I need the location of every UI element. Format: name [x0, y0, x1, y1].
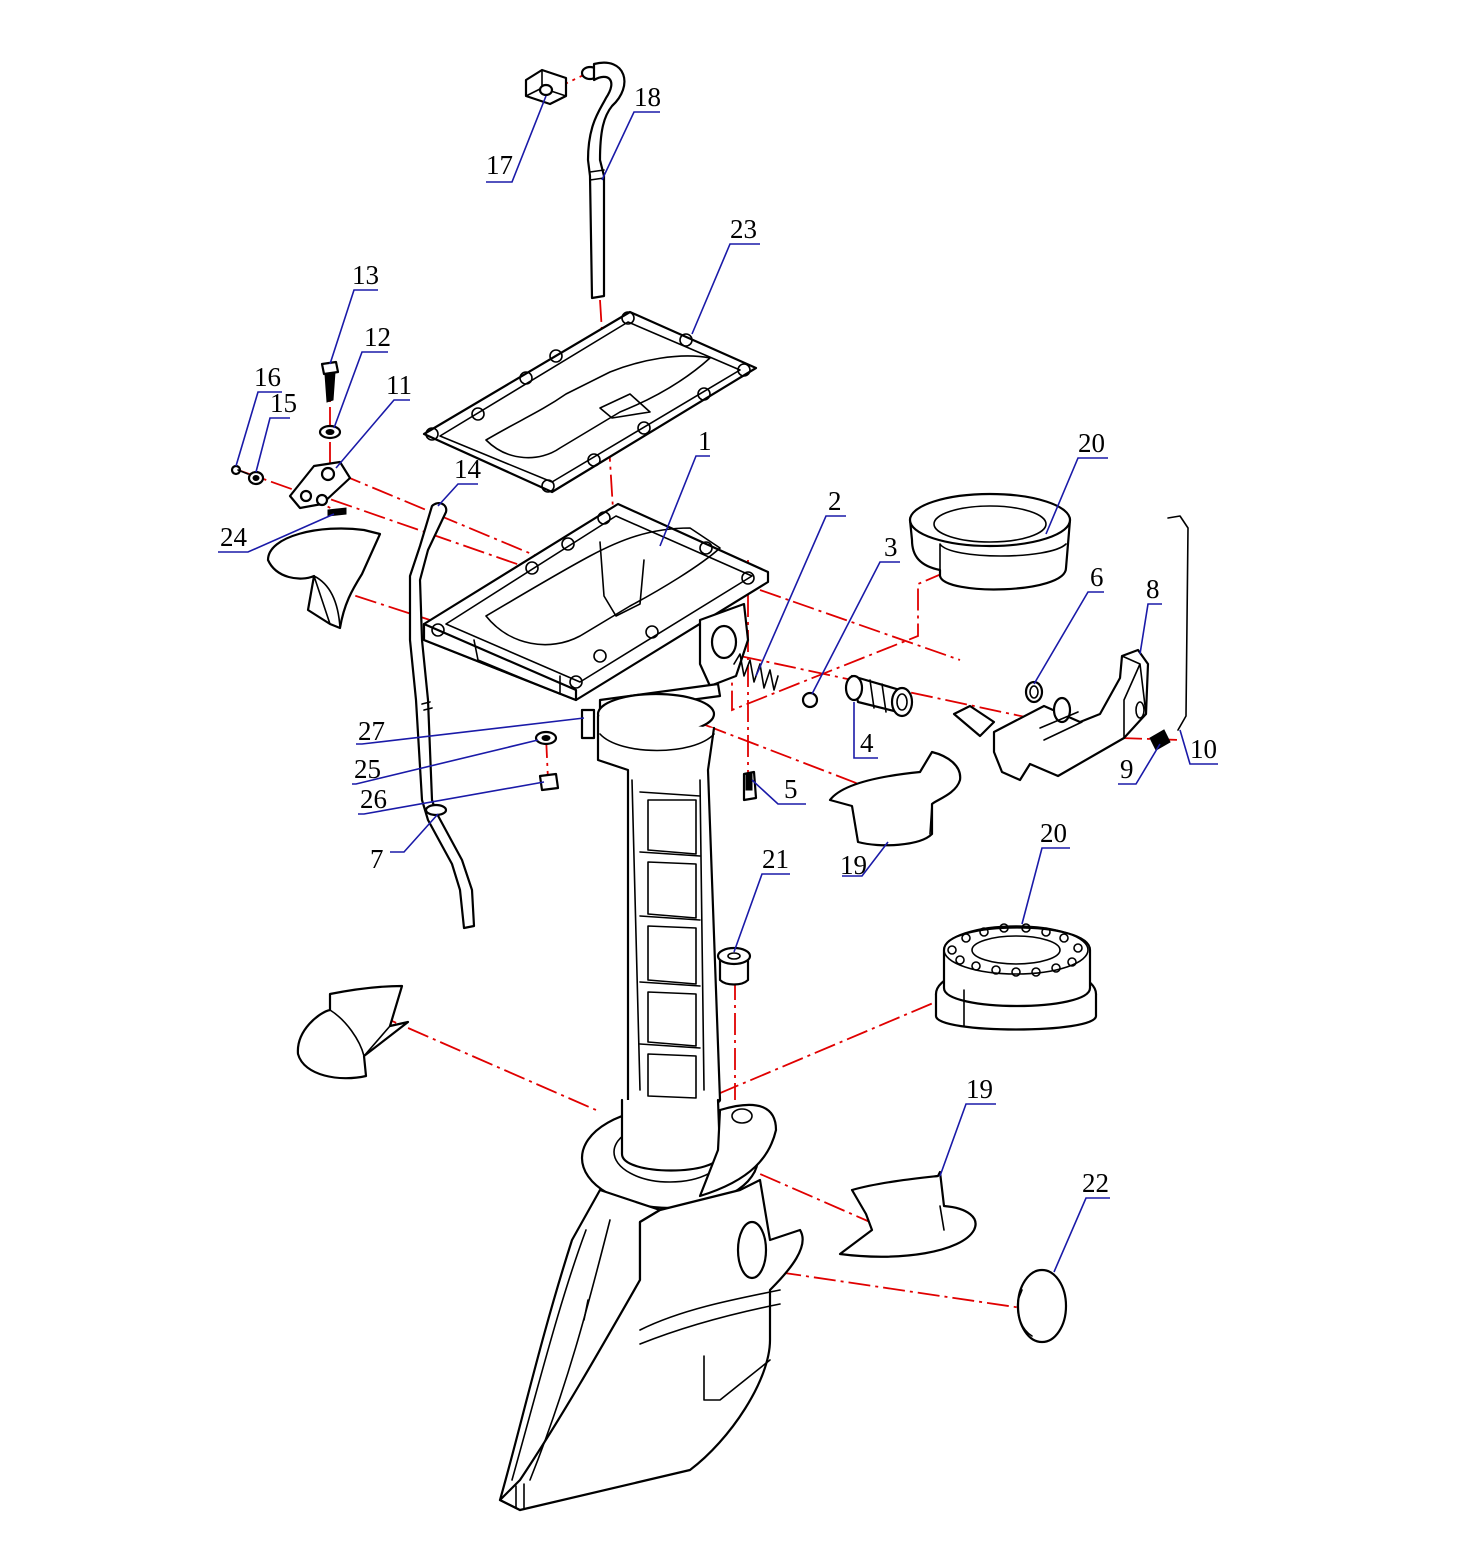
- axis-line: [375, 1013, 597, 1111]
- callout-2: 2: [828, 486, 842, 516]
- part-14-tube: [408, 502, 476, 930]
- callout-21: 21: [762, 844, 789, 874]
- leader-20a: [1045, 457, 1108, 535]
- part-22-plug: [1016, 1268, 1068, 1344]
- callout-8: 8: [1146, 574, 1160, 604]
- leader-9: [1118, 743, 1161, 785]
- part-midsection-housing: [498, 692, 804, 1512]
- axis-line: [1119, 737, 1181, 741]
- callout-25: 25: [354, 754, 381, 784]
- leader-11: [335, 399, 410, 469]
- part-11-bracket: [288, 460, 352, 510]
- part-21-mount: [716, 946, 752, 986]
- callout-24: 24: [220, 522, 248, 552]
- callout-12: 12: [364, 322, 391, 352]
- callout-9: 9: [1120, 754, 1134, 784]
- leader-10: [1179, 729, 1218, 765]
- part-18-hose: [580, 61, 626, 300]
- part-15-washer: [247, 470, 265, 486]
- leader-14: [437, 483, 478, 507]
- axis-line: [297, 487, 541, 573]
- leader-20b: [1021, 847, 1070, 925]
- leader-6: [1033, 591, 1104, 685]
- callout-3: 3: [884, 532, 898, 562]
- leader-22: [1053, 1197, 1110, 1273]
- leader-24: [218, 513, 335, 553]
- part-deflector-scoop-lower: [296, 984, 410, 1080]
- callout-6: 6: [1090, 562, 1104, 592]
- part-10-rod: [1167, 515, 1189, 731]
- leader-25: [352, 739, 539, 785]
- leader-26: [358, 781, 545, 815]
- part-23-gasket: [422, 310, 758, 494]
- leader-27: [356, 717, 585, 745]
- leader-15: [255, 417, 290, 473]
- part-13-bolt: [320, 360, 340, 403]
- leader-16: [235, 391, 282, 467]
- part-20-sleeve-upper: [908, 492, 1072, 591]
- part-1-adapter-plate: [422, 502, 770, 714]
- leader-23: [691, 243, 760, 335]
- callout-5: 5: [784, 774, 798, 804]
- callout-20a: 20: [1078, 428, 1105, 458]
- leader-12: [333, 351, 388, 429]
- leader-5: [751, 779, 806, 805]
- callout-20b: 20: [1040, 818, 1067, 848]
- part-17-grommet: [524, 68, 568, 106]
- part-27-pin: [580, 708, 596, 740]
- part-9-screw: [1149, 729, 1171, 751]
- part-26-nut: [538, 772, 560, 792]
- axis-line: [759, 589, 961, 661]
- part-8-shift-lever: [952, 648, 1150, 782]
- callout-14: 14: [454, 454, 482, 484]
- callout-19b: 19: [966, 1074, 993, 1104]
- callout-leader-lines: [218, 95, 1218, 1273]
- leader-1: [659, 455, 710, 547]
- part-16-screw: [230, 464, 249, 476]
- part-deflector-scoop-upper: [266, 527, 382, 630]
- callout-27: 27: [358, 716, 385, 746]
- axis-line: [679, 989, 965, 1111]
- leader-8: [1139, 603, 1162, 655]
- leader-3: [811, 561, 900, 695]
- part-4-bushing: [844, 674, 914, 718]
- leader-17: [486, 95, 547, 183]
- callout-22: 22: [1082, 1168, 1109, 1198]
- callout-7: 7: [370, 844, 384, 874]
- callout-26: 26: [360, 784, 387, 814]
- callout-10: 10: [1190, 734, 1217, 764]
- leader-19a: [842, 841, 889, 877]
- part-20-sleeve-lower: [934, 923, 1098, 1031]
- callout-18: 18: [634, 82, 661, 112]
- callout-15: 15: [270, 388, 297, 418]
- callout-4: 4: [860, 728, 874, 758]
- callout-17: 17: [486, 150, 513, 180]
- leader-2: [755, 515, 846, 677]
- part-3-ball: [801, 691, 819, 709]
- part-19-scoop-lower: [838, 1170, 977, 1258]
- leader-7: [390, 813, 439, 853]
- leader-13: [329, 289, 378, 365]
- part-12-washer: [318, 424, 342, 440]
- part-5-bolt: [742, 770, 758, 802]
- leader-21: [733, 873, 790, 953]
- callout-labels: 1 2 3 4 5 6 7 8 9 10 11 12 13 14 15 16 1…: [220, 82, 1217, 1198]
- part-7-clip: [424, 803, 448, 817]
- callout-11: 11: [386, 370, 412, 400]
- part-6-o-ring: [1024, 680, 1044, 704]
- axis-line: [731, 571, 947, 712]
- callout-16: 16: [254, 362, 281, 392]
- part-25-washer: [534, 730, 558, 746]
- callout-23: 23: [730, 214, 757, 244]
- leader-19b: [939, 1103, 996, 1177]
- part-19-scoop-upper: [828, 750, 962, 847]
- callout-1: 1: [698, 426, 712, 456]
- leader-4: [853, 702, 878, 759]
- callout-13: 13: [352, 260, 379, 290]
- callout-19a: 19: [840, 850, 867, 880]
- leader-18: [601, 111, 660, 181]
